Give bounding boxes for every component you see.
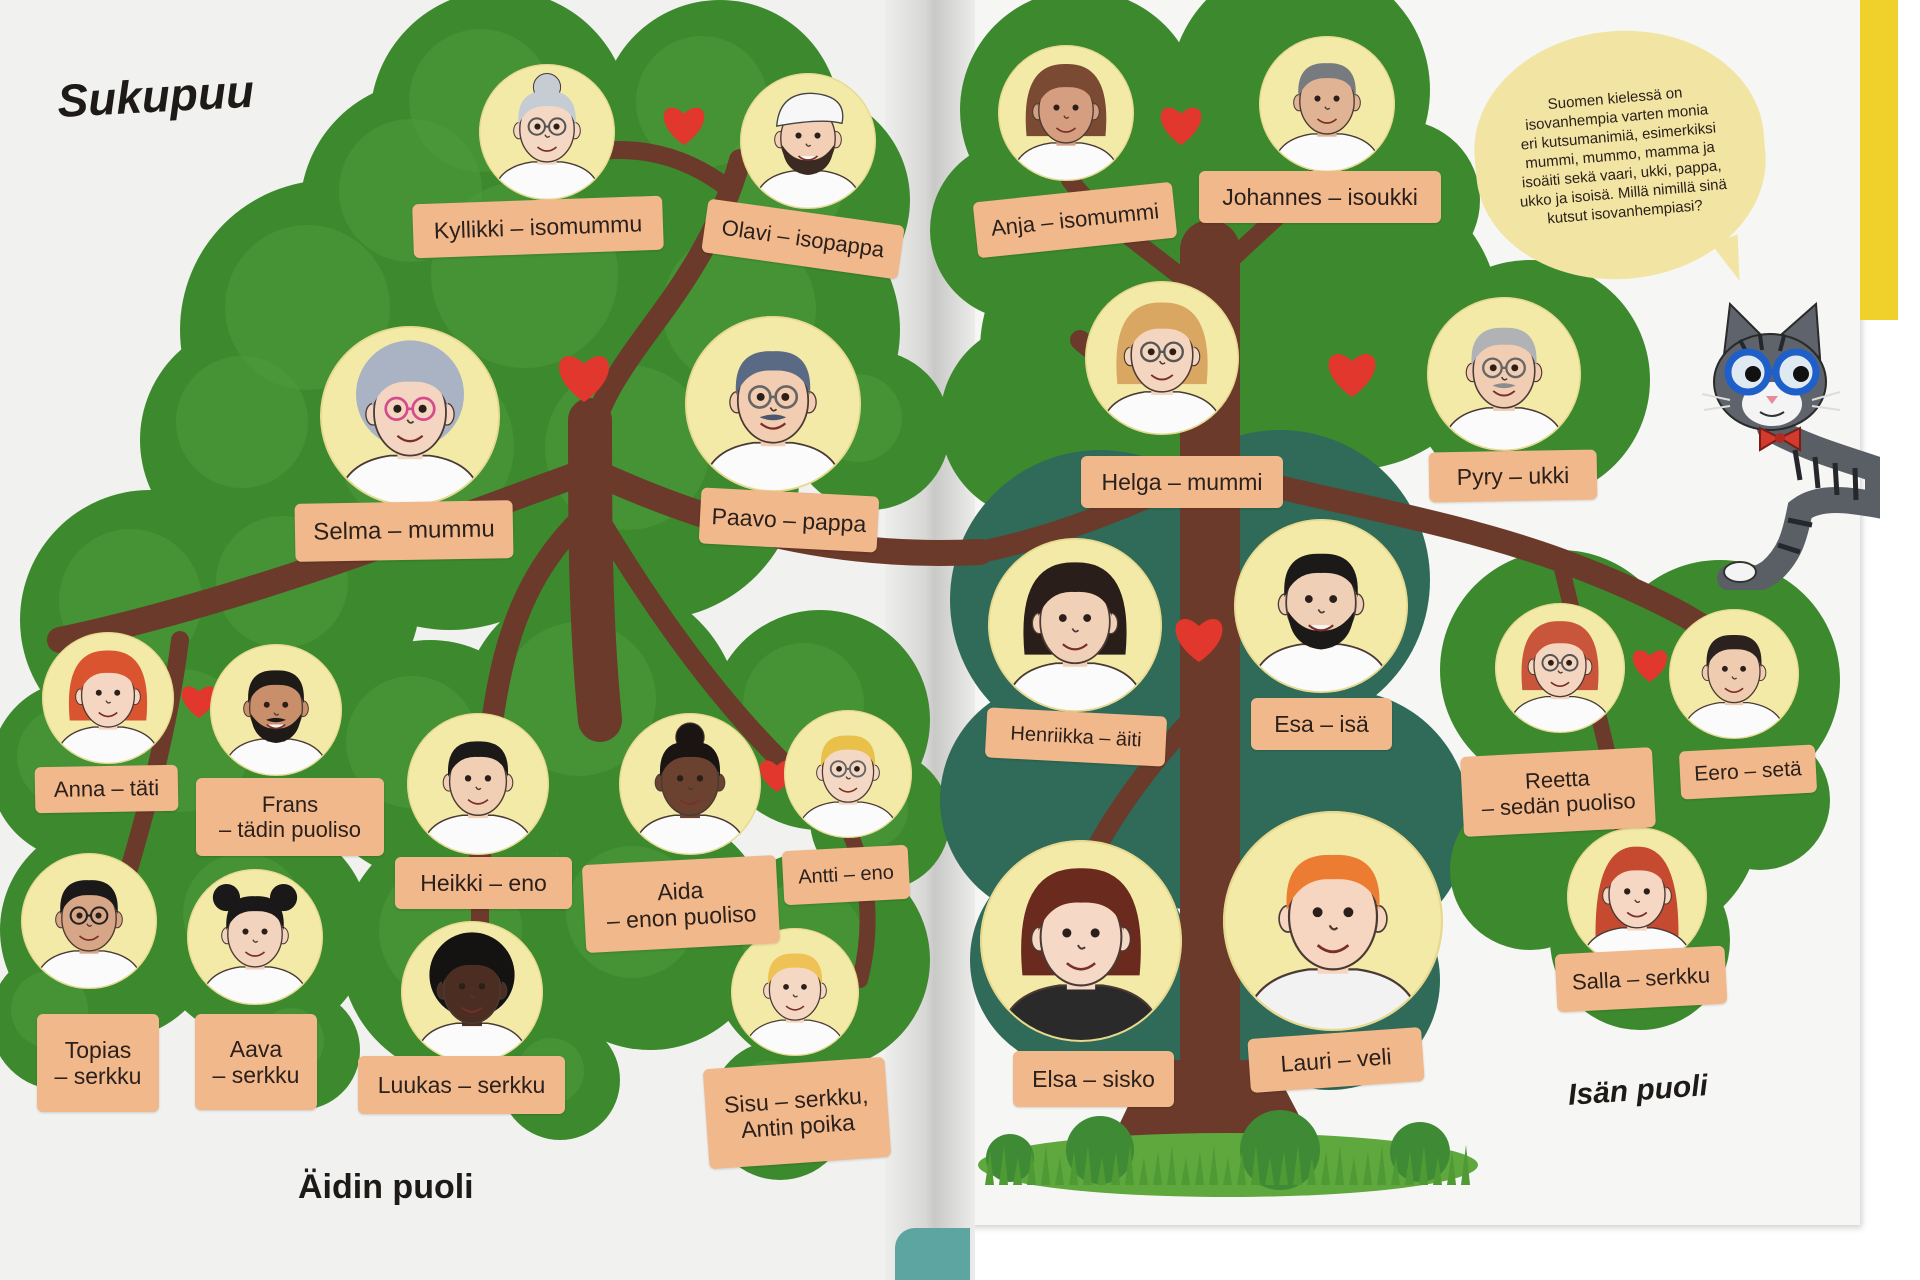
label-frans: Frans – tädin puoliso: [196, 778, 384, 856]
label-aava-role: – serkku: [212, 1062, 300, 1088]
portrait-salla: [1567, 827, 1707, 967]
heart-icon: [181, 686, 217, 718]
label-topias: Topias – serkku: [37, 1014, 159, 1112]
label-helga: Helga – mummi: [1081, 456, 1283, 508]
label-aida-name: Aida: [656, 876, 704, 905]
label-paavo: Paavo – pappa: [698, 487, 880, 553]
label-antti: Antti – eno: [781, 844, 911, 906]
yellow-book-edge: [1860, 0, 1898, 320]
portrait-topias: [21, 853, 157, 989]
portrait-esa: [1234, 519, 1408, 693]
portrait-lauri: [1223, 811, 1443, 1031]
label-topias-role: – serkku: [54, 1063, 142, 1089]
heart-icon: [1175, 618, 1223, 662]
label-kyllikki: Kyllikki – isomummu: [412, 195, 664, 259]
label-pyry: Pyry – ukki: [1428, 449, 1598, 503]
bush: [1390, 1122, 1450, 1182]
label-heikki: Heikki – eno: [395, 857, 572, 909]
label-aava: Aava – serkku: [195, 1014, 317, 1110]
label-frans-name: Frans: [261, 791, 319, 817]
heart-icon: [663, 107, 705, 145]
portrait-anja: [998, 45, 1134, 181]
label-esa: Esa – isä: [1251, 698, 1392, 750]
portrait-helga: [1085, 281, 1239, 435]
cat-with-glasses-illustration: [1701, 301, 1880, 590]
portrait-pyry: [1427, 297, 1581, 451]
page-title: Sukupuu: [56, 64, 256, 127]
label-reetta: Reetta – sedän puoliso: [1460, 747, 1656, 837]
label-reetta-name: Reetta: [1524, 765, 1591, 794]
grass: [978, 1110, 1478, 1197]
label-aava-name: Aava: [229, 1035, 283, 1062]
table-cloth: [895, 1228, 970, 1280]
portrait-johannes: [1259, 36, 1395, 172]
label-salla: Salla – serkku: [1554, 945, 1728, 1013]
mother-side-caption: Äidin puoli: [298, 1168, 474, 1206]
portrait-kyllikki: [479, 64, 615, 200]
portrait-frans: [210, 644, 342, 776]
label-elsa: Elsa – sisko: [1013, 1051, 1174, 1107]
portrait-heikki: [407, 713, 549, 855]
label-anna: Anna – täti: [34, 764, 179, 814]
portrait-olavi: [740, 73, 876, 209]
portrait-elsa: [980, 840, 1182, 1042]
portrait-selma: [320, 326, 500, 506]
label-aida-role: – enon puoliso: [606, 900, 758, 934]
portrait-paavo: [685, 316, 861, 492]
portrait-antti: [784, 710, 912, 838]
heart-icon: [1328, 353, 1376, 397]
label-reetta-role: – sedän puoliso: [1481, 787, 1637, 821]
portrait-luukas: [401, 921, 543, 1063]
portrait-reetta: [1495, 603, 1625, 733]
label-eero: Eero – setä: [1678, 744, 1818, 800]
portrait-aava: [187, 869, 323, 1005]
heart-icon: [1160, 107, 1202, 145]
heart-icon: [1632, 650, 1668, 682]
portrait-anna: [42, 632, 174, 764]
label-selma: Selma – mummu: [294, 500, 514, 562]
label-luukas: Luukas – serkku: [358, 1056, 565, 1114]
label-henriikka: Henriikka – äiti: [984, 707, 1168, 767]
heart-icon: [558, 356, 610, 402]
label-johannes: Johannes – isoukki: [1199, 171, 1441, 223]
label-topias-name: Topias: [64, 1036, 132, 1063]
portrait-henriikka: [988, 538, 1162, 712]
label-frans-role: – tädin puoliso: [219, 817, 361, 842]
portrait-aida: [619, 713, 761, 855]
portrait-eero: [1669, 609, 1799, 739]
bush: [986, 1134, 1034, 1182]
portrait-sisu: [731, 928, 859, 1056]
label-sisu: Sisu – serkku, Antin poika: [702, 1056, 892, 1170]
label-aida: Aida – enon puoliso: [581, 854, 781, 954]
hearts: [181, 107, 1668, 792]
